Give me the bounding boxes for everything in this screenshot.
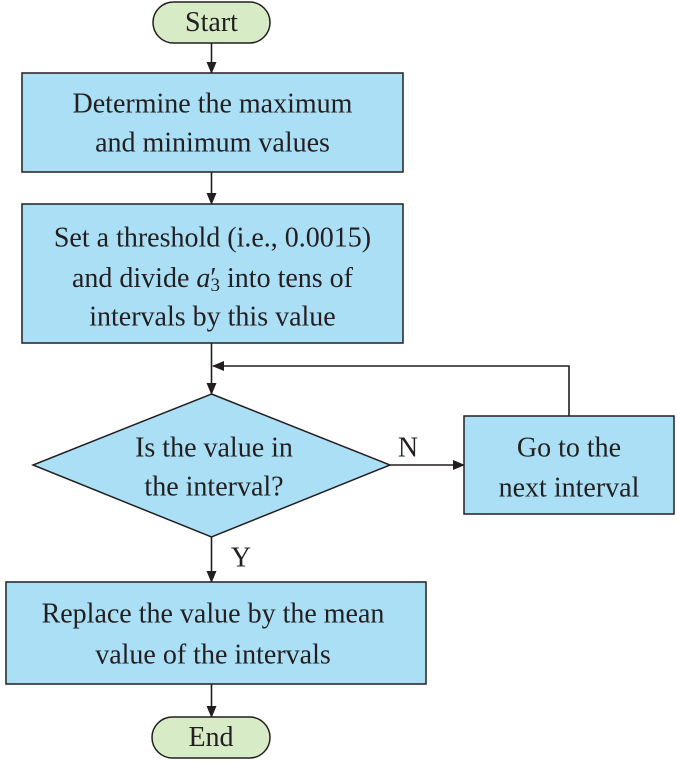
next-interval-node-shape [463, 415, 675, 515]
variable-a-prime: ′ [210, 263, 216, 294]
minmax-node-shape [21, 72, 404, 173]
threshold-node-line1: Set a threshold (i.e., 0.0015) [54, 223, 371, 254]
threshold-node-line2: and divide a′3 into tens of [72, 263, 354, 296]
replace-node: Replace the value by the mean value of t… [5, 581, 427, 685]
next-interval-node-line1: Go to the [517, 433, 621, 464]
threshold-node-line2-before: and divide [72, 263, 196, 294]
replace-node-shape [5, 581, 427, 685]
edge-label-no: N [398, 433, 418, 464]
next-interval-node-line2: next interval [499, 473, 640, 504]
decision-node-line2: the interval? [144, 472, 283, 503]
end-node-label: End [188, 722, 233, 753]
next-interval-node: Go to the next interval [463, 415, 675, 515]
replace-node-line1: Replace the value by the mean [42, 599, 385, 630]
decision-node: Is the value in the interval? [30, 393, 393, 538]
minmax-node-line2: and minimum values [95, 128, 330, 159]
edge-label-yes: Y [231, 543, 251, 574]
variable-a-subscript: 3 [211, 275, 221, 296]
threshold-node: Set a threshold (i.e., 0.0015) and divid… [21, 203, 404, 344]
decision-node-shape [30, 393, 393, 538]
start-node-label: Start [185, 7, 238, 38]
end-node: End [151, 716, 271, 759]
start-node: Start [152, 1, 271, 44]
minmax-node-line1: Determine the maximum [73, 89, 353, 120]
minmax-node: Determine the maximum and minimum values [21, 72, 404, 173]
decision-node-line1: Is the value in [135, 433, 293, 464]
threshold-node-line3: intervals by this value [89, 302, 336, 333]
replace-node-line2: value of the intervals [95, 640, 331, 671]
variable-a-base: a [196, 263, 210, 294]
end-node-shape [151, 716, 271, 759]
threshold-node-line2-after: into tens of [220, 263, 354, 294]
threshold-node-shape [21, 203, 404, 344]
arrow-loop-back [212, 361, 570, 416]
